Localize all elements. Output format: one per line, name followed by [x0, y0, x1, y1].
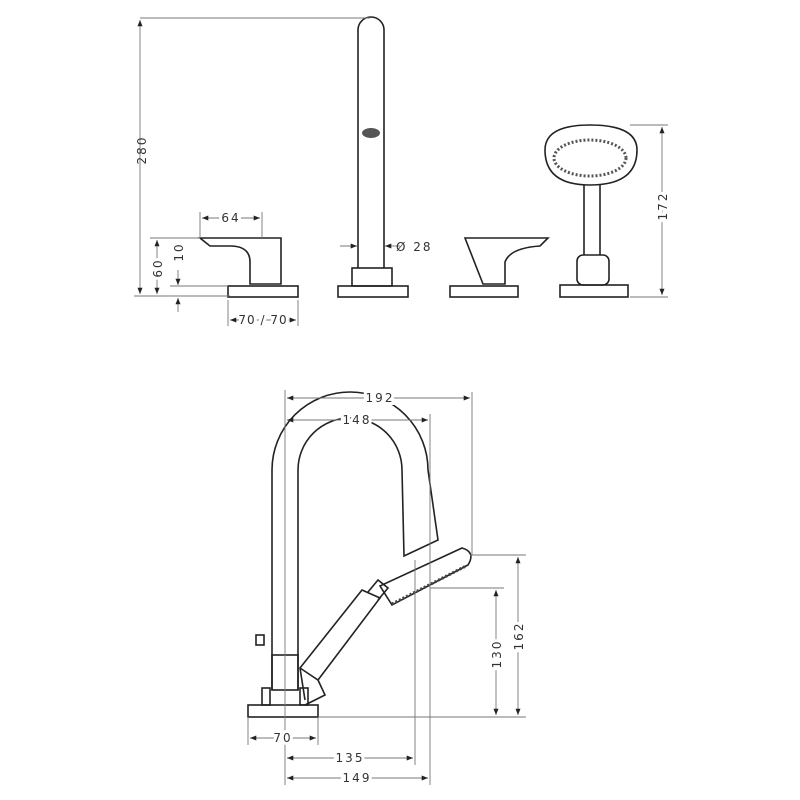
- right-handle: [449, 237, 550, 298]
- left-handle: [197, 237, 299, 298]
- spout-column: [337, 16, 409, 298]
- hand-shower: [544, 124, 638, 298]
- dim-70: 70: [273, 731, 292, 745]
- side-hand-shower: [298, 547, 472, 706]
- dim-172: 172: [656, 192, 670, 221]
- dim-280: 280: [135, 136, 149, 165]
- dim-60: 60: [151, 258, 165, 277]
- front-view: 280 64 60 10 70 / 70 Ø 28 172: [134, 16, 673, 330]
- dim-diameter-28: Ø 28: [396, 240, 433, 254]
- dim-192: 192: [366, 391, 395, 405]
- dim-64: 64: [221, 211, 240, 225]
- dim-149: 149: [343, 771, 372, 785]
- dim-148: 148: [343, 413, 372, 427]
- side-view: 192 148 162 130 70 135 149: [247, 388, 529, 788]
- diverter-knob: [255, 634, 265, 646]
- dim-10: 10: [172, 242, 186, 261]
- dim-162: 162: [512, 622, 526, 651]
- dim-130: 130: [490, 640, 504, 669]
- dim-70-70: 70 / 70: [238, 313, 287, 327]
- aerator-icon: [362, 128, 380, 138]
- dim-135: 135: [336, 751, 365, 765]
